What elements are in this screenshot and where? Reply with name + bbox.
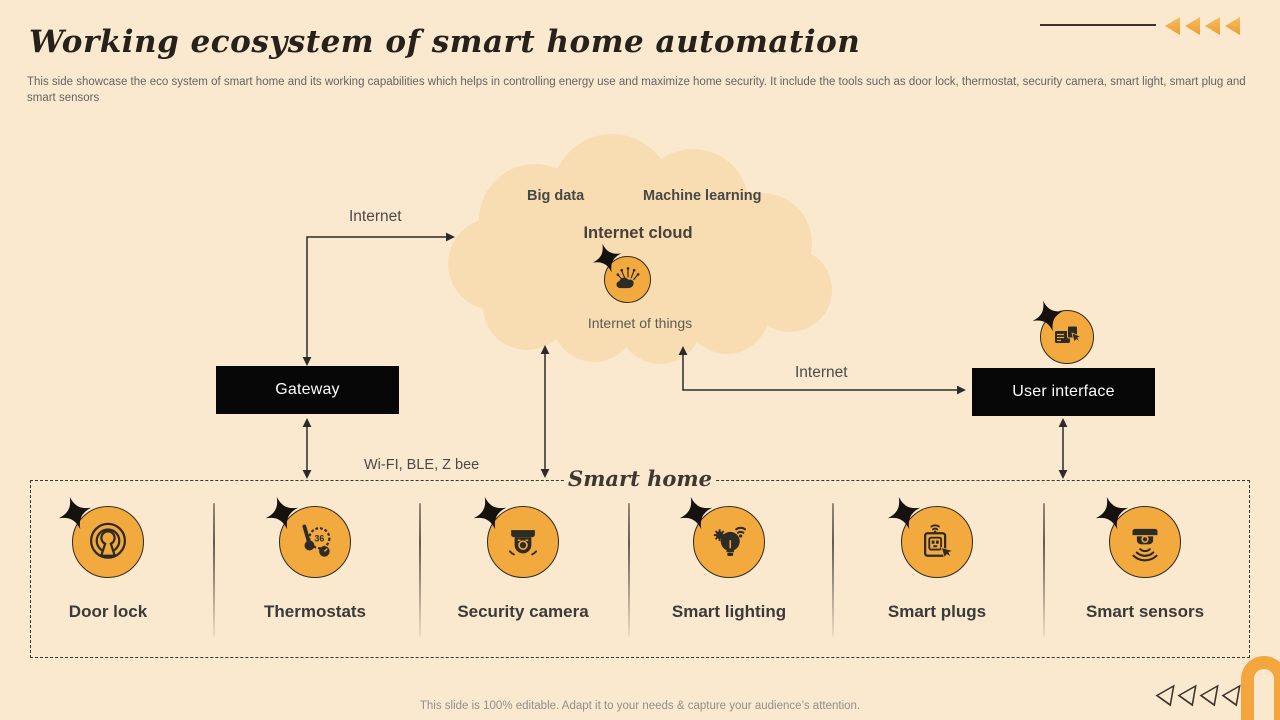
device-label: Smart lighting [671,602,787,621]
machine-learning-label: Machine learning [643,188,762,204]
device-label: Thermostats [263,602,367,621]
wifi-ble-zbee-label: Wi-FI, BLE, Z bee [364,457,480,473]
user-interface-badge [1040,310,1094,364]
divider [628,503,630,637]
device-label: Smart plugs [887,602,987,621]
device-security-camera: Security camera [428,496,618,622]
device-smart-sensors: Smart sensors [1050,496,1240,622]
device-label: Door lock [68,602,148,621]
device-badge [901,506,973,578]
device-door-lock: Door lock [13,496,203,622]
triangle-arrows-bottom-icon [1155,684,1241,707]
internet-left-label: Internet [349,208,402,225]
gateway-label: Gateway [275,381,340,398]
arch-decoration [1241,656,1280,720]
divider [1043,503,1045,637]
device-badge: 36 [279,506,351,578]
thermostat-icon: 36 [302,524,331,557]
internet-right-label: Internet [795,364,848,381]
device-badge [72,506,144,578]
device-label: Smart sensors [1085,602,1205,621]
smart-lighting-icon [713,526,747,556]
device-badge [1109,506,1181,578]
smart-sensor-icon [1132,528,1158,562]
page-title: Working ecosystem of smart home automati… [29,24,861,60]
device-smart-lighting: Smart lighting [634,496,824,622]
device-label: Security camera [457,602,589,621]
user-interface-label: User interface [1012,383,1115,400]
security-camera-icon [508,530,538,556]
internet-of-things-label: Internet of things [587,315,693,331]
device-thermostats: 36 Thermostats [220,496,410,622]
device-badge [693,506,765,578]
internet-cloud-shape [448,134,832,364]
device-badge [487,506,559,578]
divider [213,503,215,637]
footer-note: This slide is 100% editable. Adapt it to… [419,700,861,712]
decorative-line [1040,24,1156,26]
divider [832,503,834,637]
big-data-label: Big data [527,188,585,204]
slide-subtitle: This side showcase the eco system of sma… [27,76,1246,104]
triangle-arrows-top-icon [1165,17,1240,35]
divider [419,503,421,637]
door-lock-icon [90,522,126,559]
iot-badge [604,256,651,303]
iot-cloud-icon [615,266,639,288]
device-smart-plugs: Smart plugs [842,496,1032,622]
user-interface-icon [1055,325,1083,344]
smart-plug-icon [924,524,955,559]
smart-home-label: Smart home [565,464,715,493]
user-interface-node: User interface [972,368,1155,416]
internet-cloud-label: Internet cloud [583,224,693,242]
svg-text:36: 36 [315,534,325,544]
gateway-node: Gateway [216,366,399,414]
